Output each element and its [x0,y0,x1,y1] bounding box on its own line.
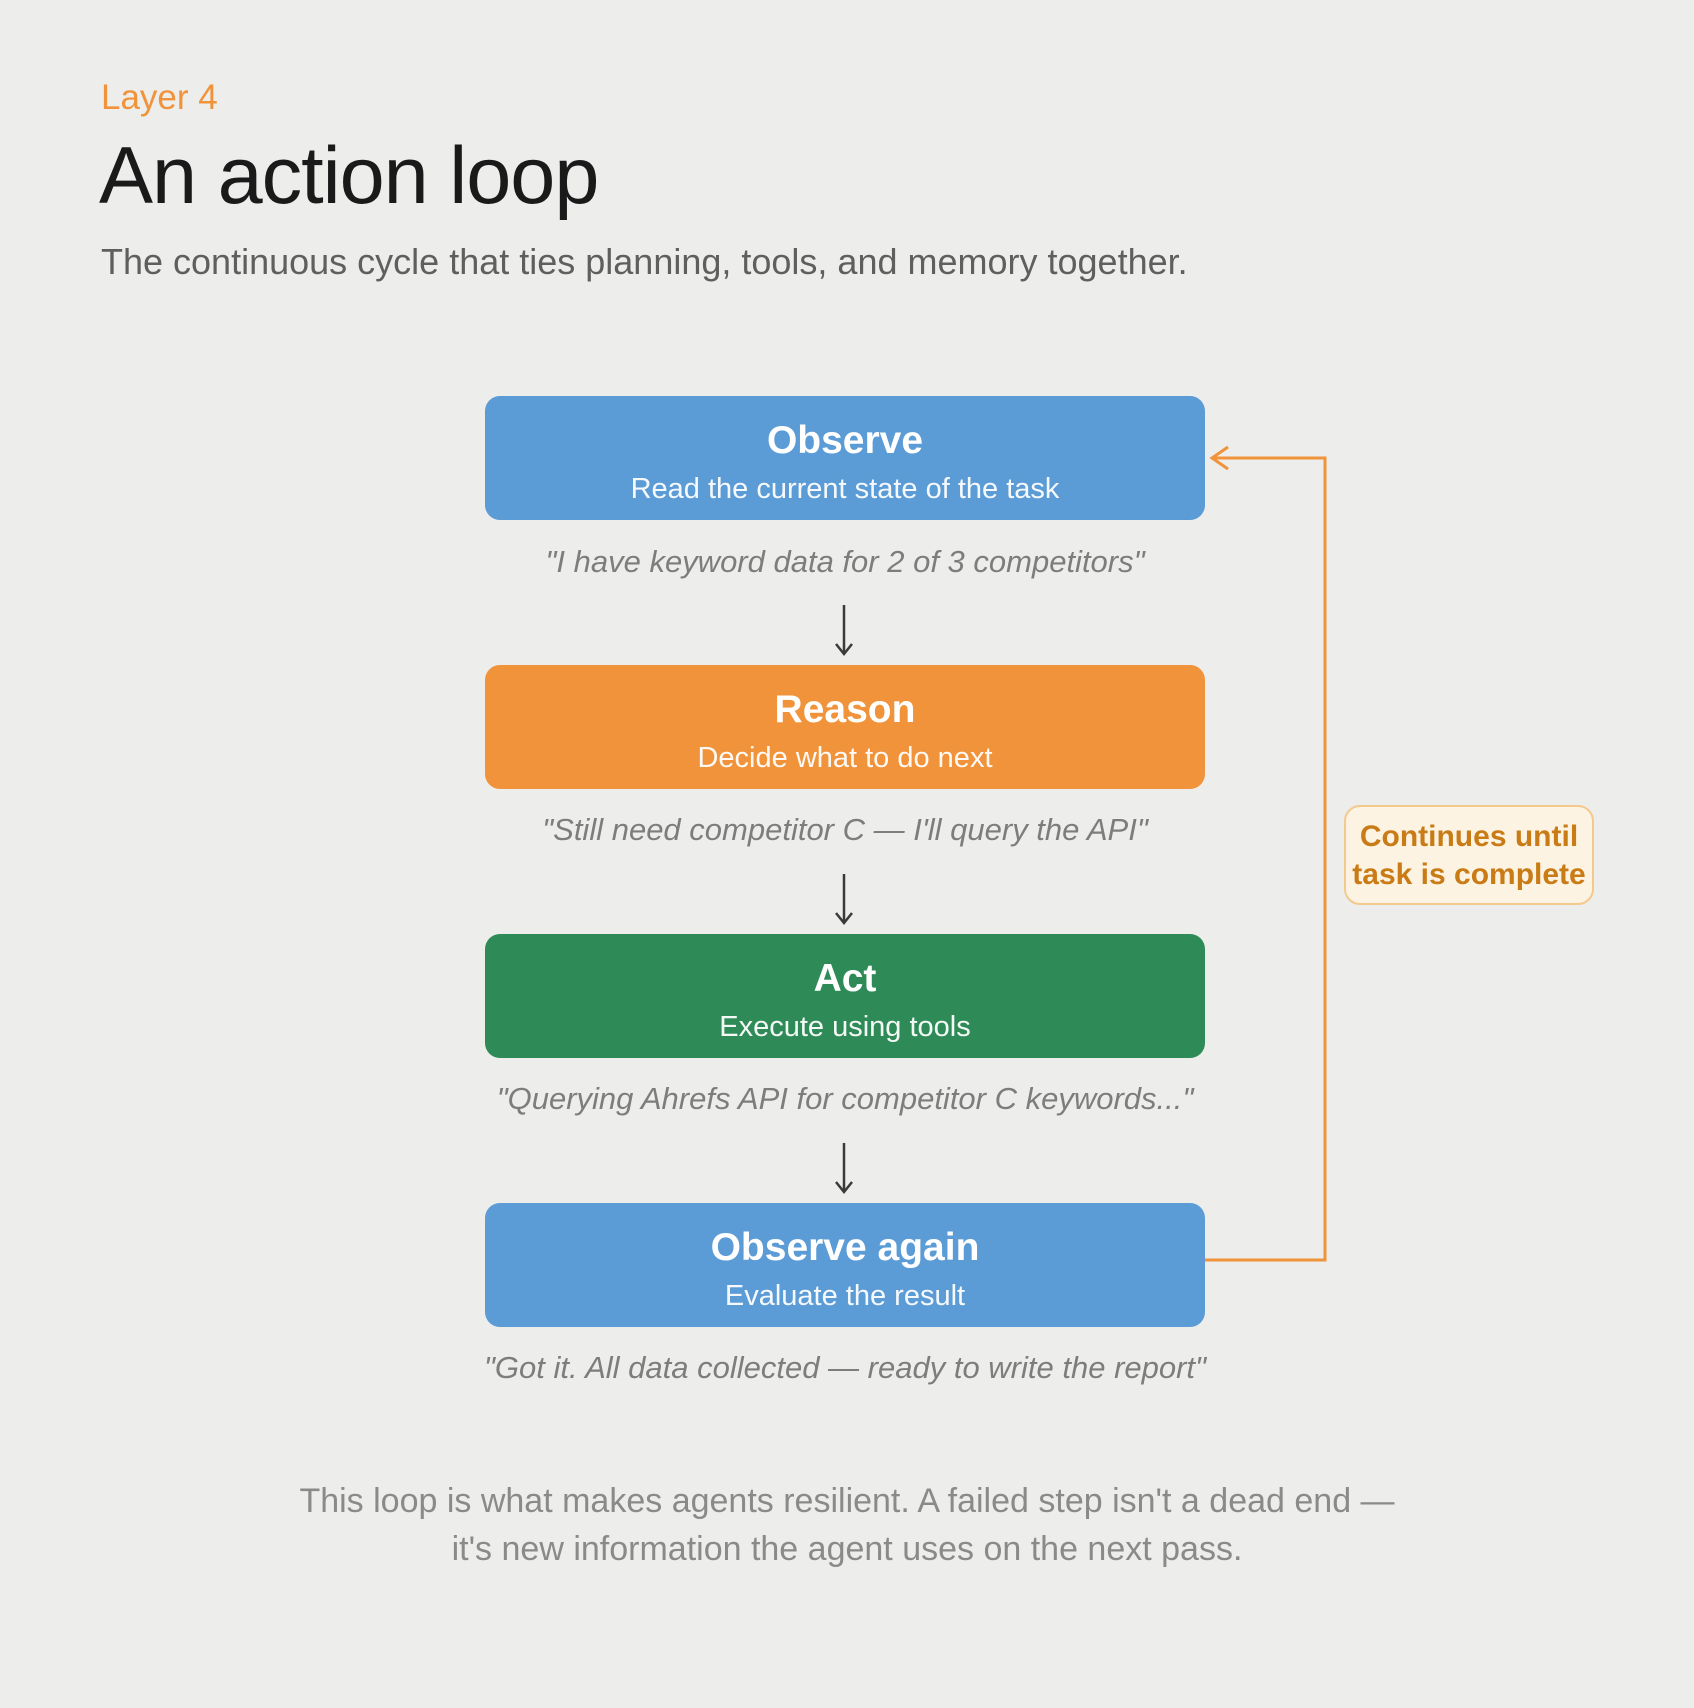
footer-note: This loop is what makes agents resilient… [247,1477,1447,1573]
step-quote: "Querying Ahrefs API for competitor C ke… [496,1081,1194,1116]
step-act: Act Execute using tools [485,934,1205,1058]
down-arrow-icon [835,1143,853,1195]
footer-note-line1: This loop is what makes agents resilient… [299,1482,1395,1520]
step-description: Decide what to do next [697,742,993,774]
down-arrow-icon [835,874,853,926]
loop-badge-line2: task is complete [1352,858,1586,891]
step-observe-again: Observe again Evaluate the result [485,1203,1205,1327]
step-title: Act [813,957,877,1000]
step-quote: "Still need competitor C — I'll query th… [542,812,1148,847]
step-description: Execute using tools [719,1011,971,1043]
page-title: An action loop [99,131,599,221]
loop-badge: Continues until task is complete [1344,805,1594,905]
step-title: Observe [766,419,924,462]
step-quote: "I have keyword data for 2 of 3 competit… [545,544,1145,579]
loop-badge-line1: Continues until [1359,820,1579,853]
step-reason: Reason Decide what to do next [485,665,1205,789]
step-quote: "Got it. All data collected — ready to w… [483,1350,1207,1385]
step-title: Reason [774,688,916,731]
step-observe: Observe Read the current state of the ta… [485,396,1205,520]
down-arrow-icon [835,605,853,657]
step-title: Observe again [710,1226,980,1269]
step-description: Read the current state of the task [630,473,1060,505]
eyebrow-label: Layer 4 [101,78,218,117]
page-subtitle: The continuous cycle that ties planning,… [101,241,1188,282]
loop-back-arrowhead-icon [1209,445,1229,471]
footer-note-line2: it's new information the agent uses on t… [451,1530,1243,1568]
step-description: Evaluate the result [724,1280,966,1312]
